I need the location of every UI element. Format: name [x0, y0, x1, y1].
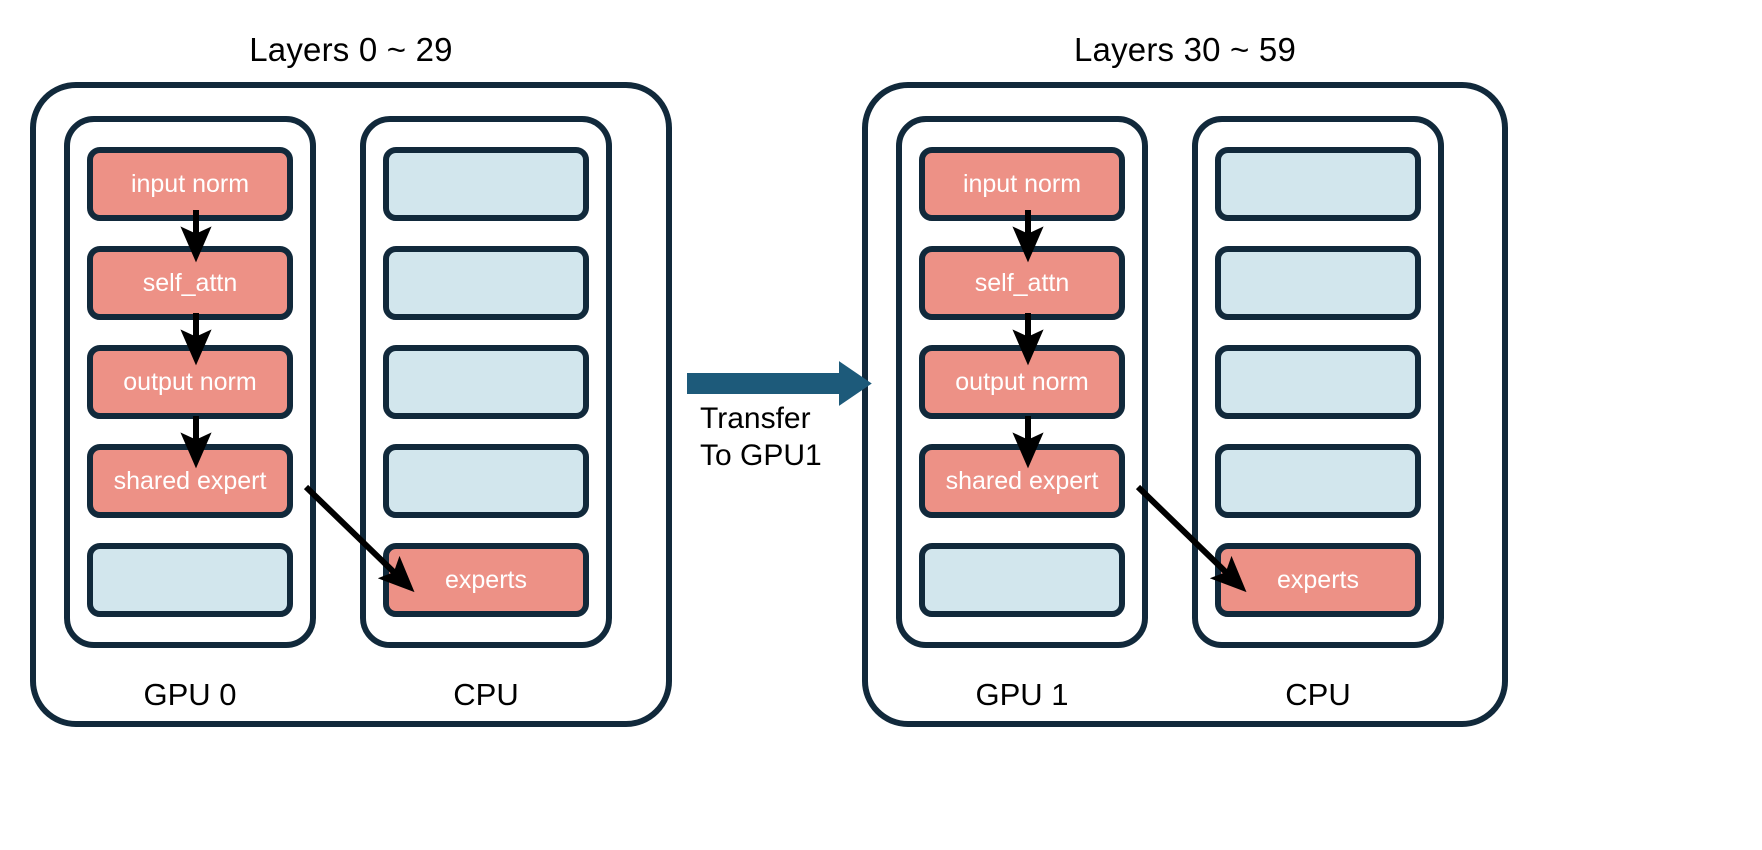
group-title-left: Layers 0 ~ 29 — [249, 31, 453, 68]
device-panel-right: input norm self_attn output norm shared … — [862, 82, 1508, 727]
block-output-norm[interactable]: output norm — [919, 345, 1125, 419]
gpu-label-left: GPU 0 — [143, 677, 237, 712]
device-panel-left: input norm self_attn output norm shared … — [30, 82, 672, 727]
cpu-column-left: experts — [360, 116, 612, 648]
gpu-block-list-left: input norm self_attn output norm shared … — [70, 122, 310, 642]
cpu-column-right: experts — [1192, 116, 1444, 648]
gpu-column-left: input norm self_attn output norm shared … — [64, 116, 316, 648]
transfer-label: Transfer To GPU1 — [700, 400, 822, 474]
block-cpu-placeholder-1[interactable] — [383, 147, 589, 221]
block-input-norm[interactable]: input norm — [919, 147, 1125, 221]
gpu-column-right: input norm self_attn output norm shared … — [896, 116, 1148, 648]
cpu-label-left: CPU — [453, 677, 519, 712]
block-self-attn[interactable]: self_attn — [87, 246, 293, 320]
block-output-norm[interactable]: output norm — [87, 345, 293, 419]
block-cpu-placeholder-2[interactable] — [1215, 246, 1421, 320]
block-cpu-placeholder-3[interactable] — [1215, 345, 1421, 419]
block-shared-expert[interactable]: shared expert — [919, 444, 1125, 518]
block-gpu-placeholder[interactable] — [919, 543, 1125, 617]
transfer-arrow — [687, 361, 872, 406]
block-gpu-placeholder[interactable] — [87, 543, 293, 617]
block-cpu-placeholder-3[interactable] — [383, 345, 589, 419]
block-cpu-placeholder-4[interactable] — [383, 444, 589, 518]
layer-group-left: Layers 0 ~ 29 input norm self_attn outpu… — [30, 30, 672, 790]
block-experts[interactable]: experts — [1215, 543, 1421, 617]
block-cpu-placeholder-2[interactable] — [383, 246, 589, 320]
layer-group-right: Layers 30 ~ 59 input norm self_attn outp… — [862, 30, 1508, 790]
block-shared-expert[interactable]: shared expert — [87, 444, 293, 518]
block-cpu-placeholder-1[interactable] — [1215, 147, 1421, 221]
block-cpu-placeholder-4[interactable] — [1215, 444, 1421, 518]
gpu-label-right: GPU 1 — [975, 677, 1069, 712]
group-title-right: Layers 30 ~ 59 — [1073, 31, 1297, 68]
transfer-label-line1: Transfer — [700, 402, 811, 435]
block-self-attn[interactable]: self_attn — [919, 246, 1125, 320]
cpu-label-right: CPU — [1285, 677, 1351, 712]
cpu-block-list-left: experts — [366, 122, 606, 642]
block-input-norm[interactable]: input norm — [87, 147, 293, 221]
cpu-block-list-right: experts — [1198, 122, 1438, 642]
block-experts[interactable]: experts — [383, 543, 589, 617]
transfer-label-line2: To GPU1 — [700, 439, 822, 472]
gpu-block-list-right: input norm self_attn output norm shared … — [902, 122, 1142, 642]
